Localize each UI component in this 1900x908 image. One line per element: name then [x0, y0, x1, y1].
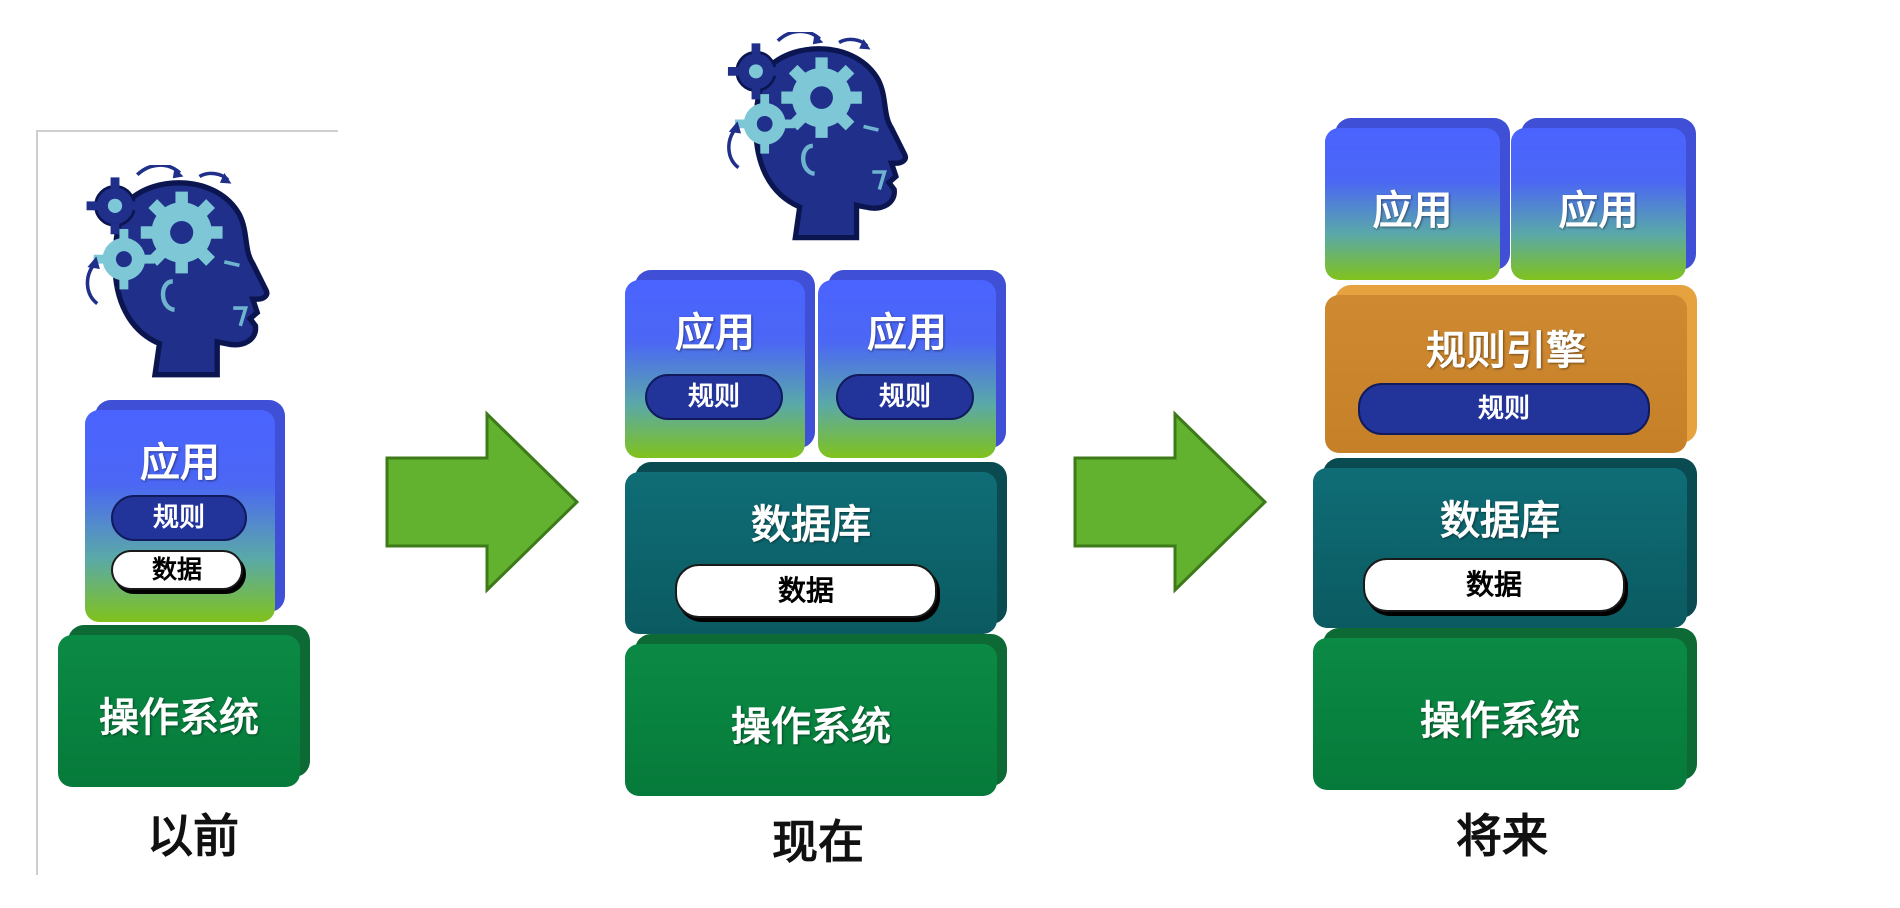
thinking-head-gears-icon: [75, 165, 275, 380]
app-block: 应用 规则: [818, 270, 1006, 458]
app-label: 应用: [867, 309, 947, 356]
database-label: 数据库: [1440, 497, 1560, 544]
thinking-head-gears-icon: [715, 32, 915, 242]
data-pill: 数据: [111, 550, 243, 590]
app-block: 应用: [1325, 118, 1510, 280]
app-block: 应用 规则: [625, 270, 815, 458]
right-arrow-icon: [1073, 410, 1268, 594]
panel-frame-left: [36, 130, 38, 875]
os-block: 操作系统: [1313, 628, 1697, 790]
os-block: 操作系统: [625, 634, 1007, 796]
caption-future: 将来: [1456, 809, 1548, 863]
rule-engine-block: 规则引擎 规则: [1325, 285, 1697, 453]
app-block: 应用: [1511, 118, 1696, 280]
app-label: 应用: [675, 309, 755, 356]
app-block: 应用 规则 数据: [85, 400, 285, 622]
panel-frame-top: [36, 130, 338, 132]
rule-pill: 规则: [111, 495, 247, 541]
os-block: 操作系统: [58, 625, 310, 787]
caption-now: 现在: [772, 815, 864, 869]
app-label: 应用: [1558, 187, 1639, 234]
data-pill: 数据: [675, 564, 937, 618]
caption-before: 以前: [147, 809, 239, 863]
database-label: 数据库: [751, 501, 871, 548]
data-pill: 数据: [1363, 558, 1625, 612]
os-label: 操作系统: [1420, 697, 1580, 744]
right-arrow-icon: [385, 410, 580, 594]
os-label: 操作系统: [731, 703, 891, 750]
rule-pill: 规则: [645, 374, 783, 420]
app-label: 应用: [1372, 187, 1453, 234]
rule-pill: 规则: [836, 374, 974, 420]
app-label: 应用: [140, 439, 220, 486]
database-block: 数据库 数据: [625, 462, 1007, 634]
os-label: 操作系统: [99, 694, 259, 741]
rule-pill: 规则: [1358, 383, 1650, 435]
database-block: 数据库 数据: [1313, 458, 1697, 628]
rule-engine-label: 规则引擎: [1426, 327, 1586, 374]
